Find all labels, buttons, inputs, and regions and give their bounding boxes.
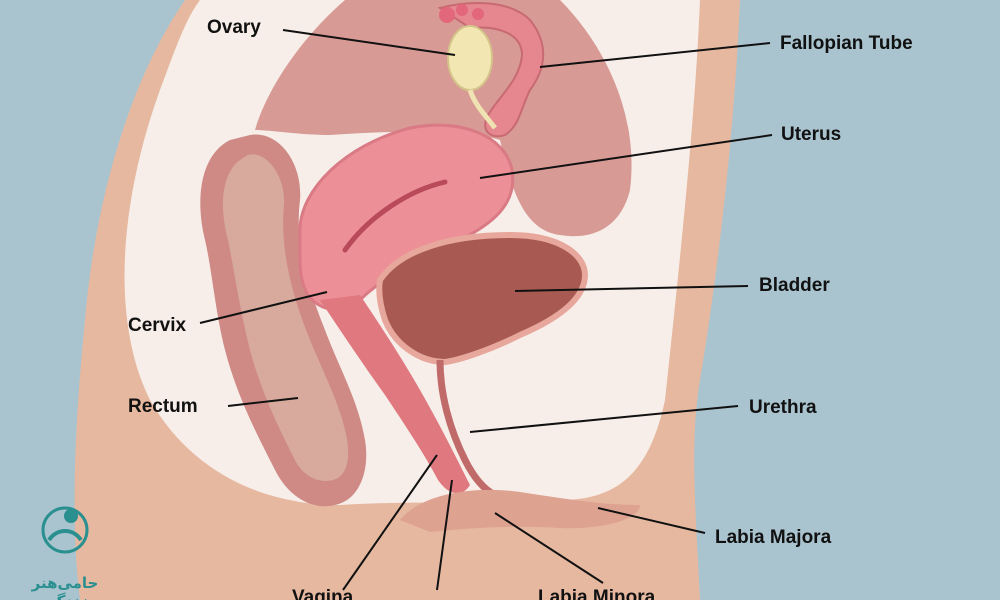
label-fallopian-tube: Fallopian Tube	[780, 33, 913, 54]
uterus	[298, 123, 515, 312]
leader-fallopian-tube	[539, 42, 771, 68]
label-vagina: Vagina	[292, 587, 354, 600]
watermark: حامی‌هنر زندگی	[6, 512, 124, 600]
label-bladder: Bladder	[759, 275, 830, 296]
leader-labia-majora	[597, 507, 706, 534]
label-labia-majora: Labia Majora	[715, 527, 832, 548]
label-urethra: Urethra	[749, 397, 817, 418]
watermark-logo	[41, 506, 89, 554]
leader-labia-minora-1	[436, 479, 453, 591]
leader-vagina	[342, 454, 438, 591]
labia	[400, 489, 640, 532]
watermark-text: حامی‌هنر زندگی	[31, 574, 99, 600]
leader-ovary	[282, 29, 456, 56]
label-labia-minora: Labia Minora	[538, 587, 656, 600]
leader-rectum	[227, 397, 299, 407]
label-rectum: Rectum	[128, 396, 198, 417]
fallopian-tube	[437, 2, 545, 138]
leader-labia-minora-2	[494, 512, 604, 584]
label-ovary: Ovary	[207, 17, 261, 38]
leader-bladder	[514, 285, 749, 292]
leader-uterus	[479, 134, 773, 179]
leader-cervix	[199, 291, 328, 324]
urethra	[436, 359, 497, 499]
leader-urethra	[469, 405, 739, 433]
ovary	[447, 25, 493, 91]
bladder	[376, 231, 589, 366]
vaginal-canal	[320, 295, 470, 494]
label-uterus: Uterus	[781, 124, 842, 145]
leader-lines	[199, 29, 773, 591]
label-cervix: Cervix	[128, 315, 187, 336]
